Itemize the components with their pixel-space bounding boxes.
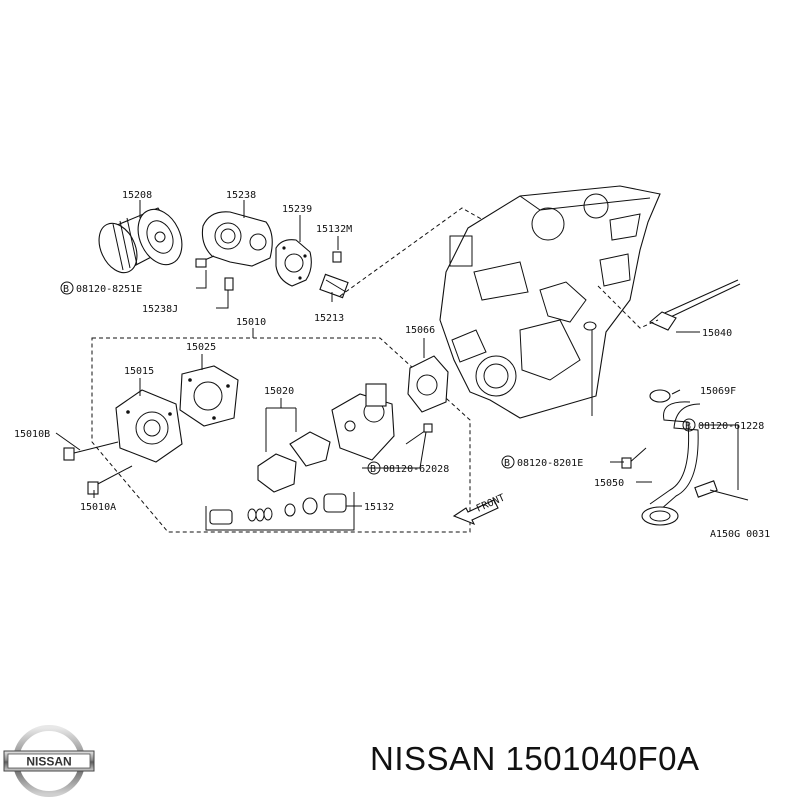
circle-b-label: B xyxy=(504,458,510,469)
pump-bolts-part xyxy=(63,441,133,495)
label-15239: 15239 xyxy=(282,204,312,215)
label-15069f: 15069F xyxy=(700,386,736,397)
oil-strainer-part xyxy=(621,389,749,526)
label-08120-61228: 08120-61228 xyxy=(698,421,764,432)
label-15238: 15238 xyxy=(226,190,256,201)
oil-pressure-switch-part xyxy=(319,251,349,299)
label-15132: 15132 xyxy=(364,502,394,513)
nissan-logo-icon: NISSAN xyxy=(3,725,95,797)
label-15015: 15015 xyxy=(124,366,154,377)
circle-b-label: B xyxy=(685,421,691,432)
label-15238j: 15238J xyxy=(142,304,178,315)
filter-bracket-part xyxy=(195,211,273,291)
circle-b-label: B xyxy=(370,464,376,475)
oil-filter-part xyxy=(98,207,183,274)
nissan-logo: NISSAN xyxy=(2,724,96,798)
label-15010: 15010 xyxy=(236,317,266,328)
leader-lines xyxy=(55,200,739,507)
label-08120-62028: 08120-62028 xyxy=(383,464,449,475)
label-15132m: 15132M xyxy=(316,224,352,235)
label-08120-8201e: 08120-8201E xyxy=(517,458,583,469)
pump-gasket-part xyxy=(407,355,449,413)
bolt-callout-marks: B B B B xyxy=(60,281,696,475)
relief-valve-kit-part xyxy=(205,492,355,531)
logo-text: NISSAN xyxy=(26,755,71,769)
part-number-title: NISSAN 1501040F0A xyxy=(370,740,700,777)
label-15050: 15050 xyxy=(594,478,624,489)
engine-block-part xyxy=(439,185,661,419)
pump-cover-plate-part xyxy=(179,365,239,427)
pump-body-part xyxy=(115,389,183,463)
circle-b-label: B xyxy=(63,284,69,295)
label-15025: 15025 xyxy=(186,342,216,353)
label-15213: 15213 xyxy=(314,313,344,324)
pump-rotor-part xyxy=(257,398,331,493)
front-arrow-icon xyxy=(452,499,499,526)
label-15066: 15066 xyxy=(405,325,435,336)
label-08120-8251e: 08120-8251E xyxy=(76,284,142,295)
label-15010a: 15010A xyxy=(80,502,116,513)
label-15020: 15020 xyxy=(264,386,294,397)
oil-pump-boundary-line xyxy=(91,337,471,533)
label-15010b: 15010B xyxy=(14,429,50,440)
gasket-part xyxy=(275,239,312,287)
label-15040: 15040 xyxy=(702,328,732,339)
pump-housing-part xyxy=(331,383,433,461)
part-labels: 15208 15238 15239 15132M 08120-8251E 152… xyxy=(14,190,770,540)
label-reference-code: A150G 0031 xyxy=(710,529,770,540)
label-15208: 15208 xyxy=(122,190,152,201)
dipstick-part xyxy=(597,279,741,331)
